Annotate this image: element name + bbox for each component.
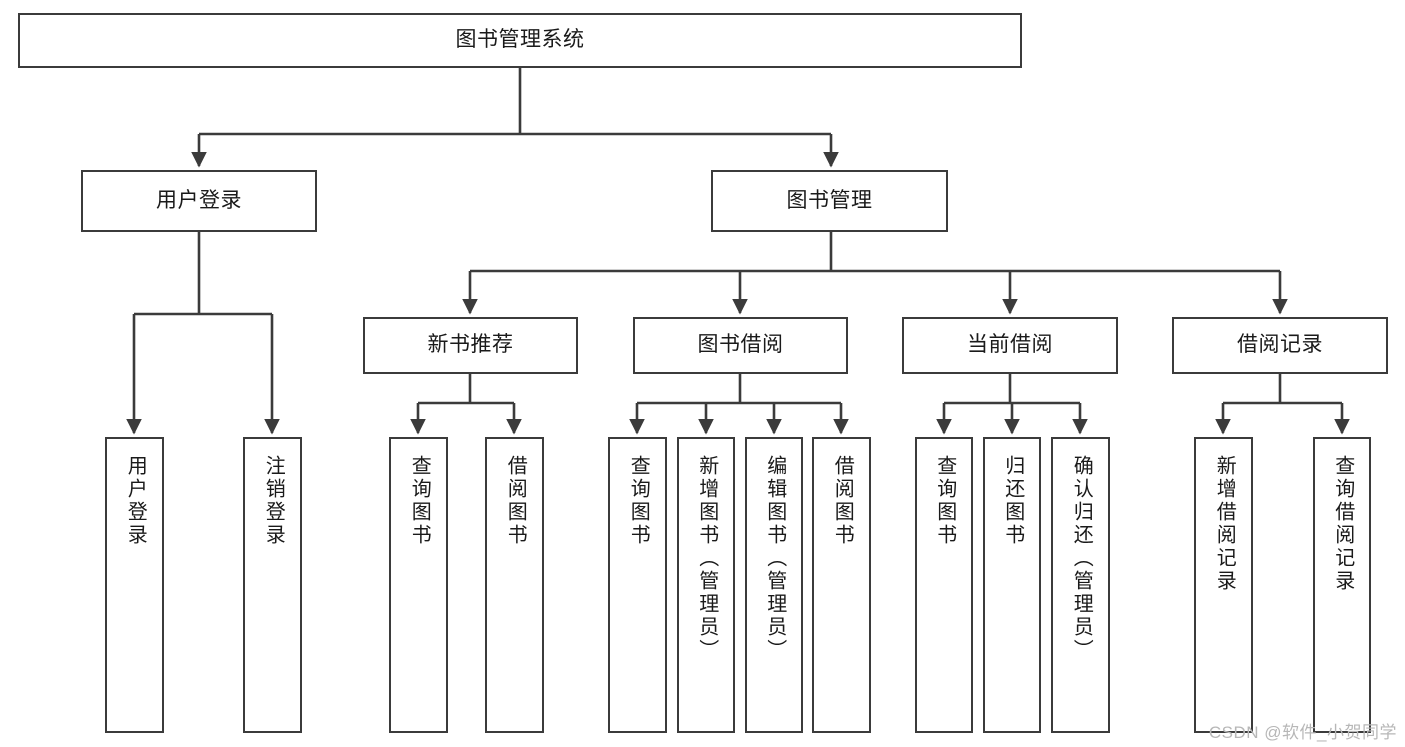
- node-leaf-record-query-label: 查询借阅记录: [1331, 455, 1354, 593]
- node-leaf-newbook-borrow-label: 借阅图书: [504, 455, 527, 547]
- node-leaf-current-query[interactable]: 查询图书: [915, 437, 973, 733]
- node-book-manage-label: 图书管理: [786, 188, 873, 212]
- node-book-borrow-label: 图书借阅: [697, 333, 784, 357]
- node-leaf-borrow-edit-label: 编辑图书（管理员）: [763, 455, 786, 662]
- node-book-manage[interactable]: 图书管理: [711, 170, 948, 232]
- node-leaf-current-confirm-label: 确认归还（管理员）: [1070, 455, 1093, 662]
- node-book-borrow[interactable]: 图书借阅: [633, 317, 848, 374]
- node-leaf-current-return[interactable]: 归还图书: [983, 437, 1041, 733]
- node-root[interactable]: 图书管理系统: [18, 13, 1022, 68]
- node-user-login[interactable]: 用户登录: [81, 170, 317, 232]
- node-leaf-logout-label: 注销登录: [262, 455, 285, 547]
- node-borrow-record-label: 借阅记录: [1237, 333, 1323, 357]
- node-leaf-borrow-book-label: 借阅图书: [831, 455, 854, 547]
- node-current-borrow[interactable]: 当前借阅: [902, 317, 1118, 374]
- node-leaf-borrow-edit[interactable]: 编辑图书（管理员）: [745, 437, 803, 733]
- node-leaf-borrow-query-label: 查询图书: [627, 455, 650, 547]
- node-new-book-label: 新书推荐: [427, 333, 514, 357]
- node-leaf-newbook-query-label: 查询图书: [408, 455, 431, 547]
- node-root-label: 图书管理系统: [455, 28, 585, 52]
- node-leaf-borrow-add-label: 新增图书（管理员）: [695, 455, 718, 662]
- node-leaf-borrow-book[interactable]: 借阅图书: [812, 437, 871, 733]
- node-leaf-current-confirm[interactable]: 确认归还（管理员）: [1051, 437, 1110, 733]
- node-leaf-borrow-add[interactable]: 新增图书（管理员）: [677, 437, 735, 733]
- node-borrow-record[interactable]: 借阅记录: [1172, 317, 1388, 374]
- node-current-borrow-label: 当前借阅: [967, 333, 1053, 357]
- node-leaf-logout[interactable]: 注销登录: [243, 437, 302, 733]
- node-leaf-record-query[interactable]: 查询借阅记录: [1313, 437, 1371, 733]
- node-leaf-record-add-label: 新增借阅记录: [1213, 455, 1236, 593]
- node-new-book[interactable]: 新书推荐: [363, 317, 578, 374]
- node-leaf-user-login[interactable]: 用户登录: [105, 437, 164, 733]
- node-leaf-user-login-label: 用户登录: [124, 455, 147, 547]
- node-leaf-current-query-label: 查询图书: [933, 455, 956, 547]
- node-leaf-newbook-borrow[interactable]: 借阅图书: [485, 437, 544, 733]
- node-leaf-record-add[interactable]: 新增借阅记录: [1194, 437, 1253, 733]
- node-leaf-newbook-query[interactable]: 查询图书: [389, 437, 448, 733]
- node-leaf-current-return-label: 归还图书: [1001, 455, 1024, 547]
- node-user-login-label: 用户登录: [156, 188, 242, 212]
- node-leaf-borrow-query[interactable]: 查询图书: [608, 437, 667, 733]
